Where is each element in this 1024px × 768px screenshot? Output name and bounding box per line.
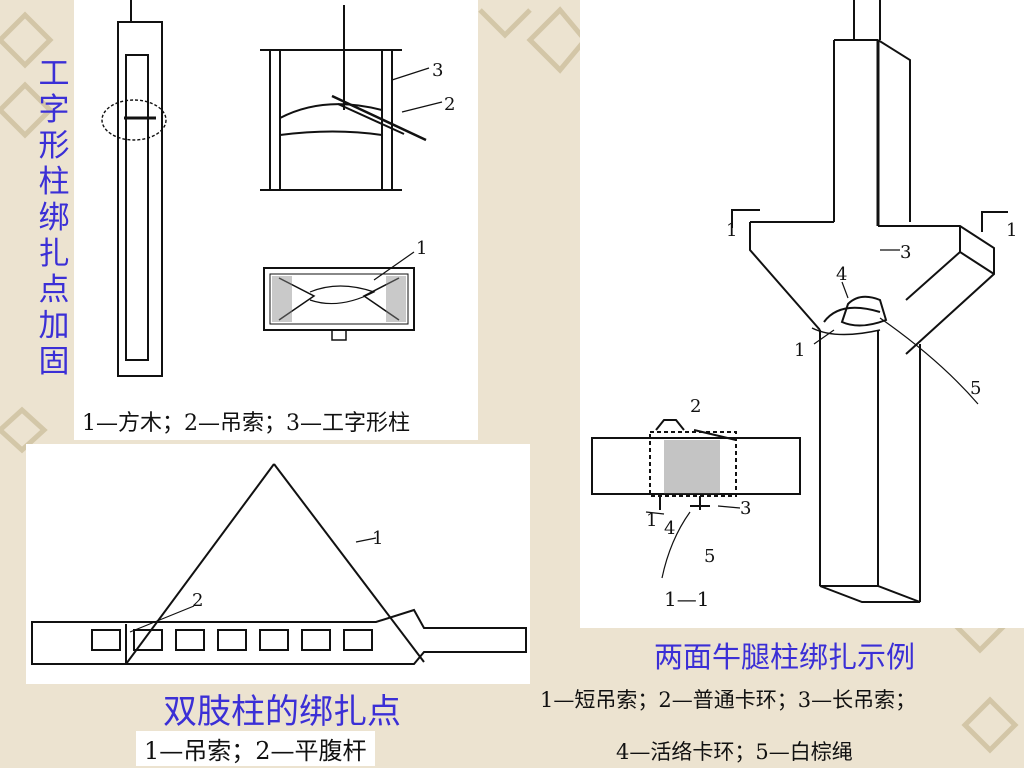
section-label-2: 2 <box>690 396 701 417</box>
title-char: 扎 <box>38 236 70 272</box>
section-name: 1—1 <box>664 587 709 611</box>
i-column-caption: 1—方木；2—吊索；3—工字形柱 <box>76 405 416 437</box>
double-limb-caption: 1—吊索；2—平腹杆 <box>136 731 375 766</box>
cut-label-left: 1 <box>726 220 737 241</box>
double-limb-panel: 1 2 <box>26 444 530 684</box>
vertical-title: 工 字 形 柱 绑 扎 点 加 固 <box>36 56 72 380</box>
label-2: 2 <box>192 590 203 611</box>
corbel-caption-line2: 4—活络卡环；5—白棕绳 <box>616 740 853 764</box>
label-3: 3 <box>900 242 911 263</box>
title-char: 形 <box>38 128 70 164</box>
double-limb-drawing: 1 2 <box>31 463 527 665</box>
corbel-column-drawing: 1 1 3 4 1 5 2 1 4 3 5 1—1 <box>591 0 1017 611</box>
title-char: 字 <box>38 92 70 128</box>
title-char: 点 <box>38 272 70 308</box>
corbel-caption-line1: 1—短吊索；2—普通卡环；3—长吊索； <box>540 688 917 712</box>
section-label-3: 3 <box>740 498 751 519</box>
title-char: 加 <box>38 308 70 344</box>
label-5: 5 <box>970 378 981 399</box>
title-char: 固 <box>38 344 70 380</box>
title-char: 柱 <box>38 164 70 200</box>
label-4: 4 <box>836 264 847 285</box>
label-1: 1 <box>372 528 383 549</box>
label-1: 1 <box>794 340 805 361</box>
i-column-panel: 3 2 1 <box>74 0 478 440</box>
label-2: 2 <box>444 94 455 115</box>
corbel-column-panel: 1 1 3 4 1 5 2 1 4 3 5 1—1 <box>580 0 1024 628</box>
section-label-5: 5 <box>704 546 715 567</box>
section-label-1: 1 <box>646 510 657 531</box>
title-char: 工 <box>38 56 70 92</box>
label-3: 3 <box>432 60 443 81</box>
corbel-column-title: 两面牛腿柱绑扎示例 <box>654 640 916 674</box>
section-label-4: 4 <box>664 518 675 539</box>
i-column-drawing: 3 2 1 <box>101 0 455 377</box>
cut-label-right: 1 <box>1006 220 1017 241</box>
title-char: 绑 <box>38 200 70 236</box>
double-limb-title: 双肢柱的绑扎点 <box>163 692 401 732</box>
label-1: 1 <box>416 238 427 259</box>
